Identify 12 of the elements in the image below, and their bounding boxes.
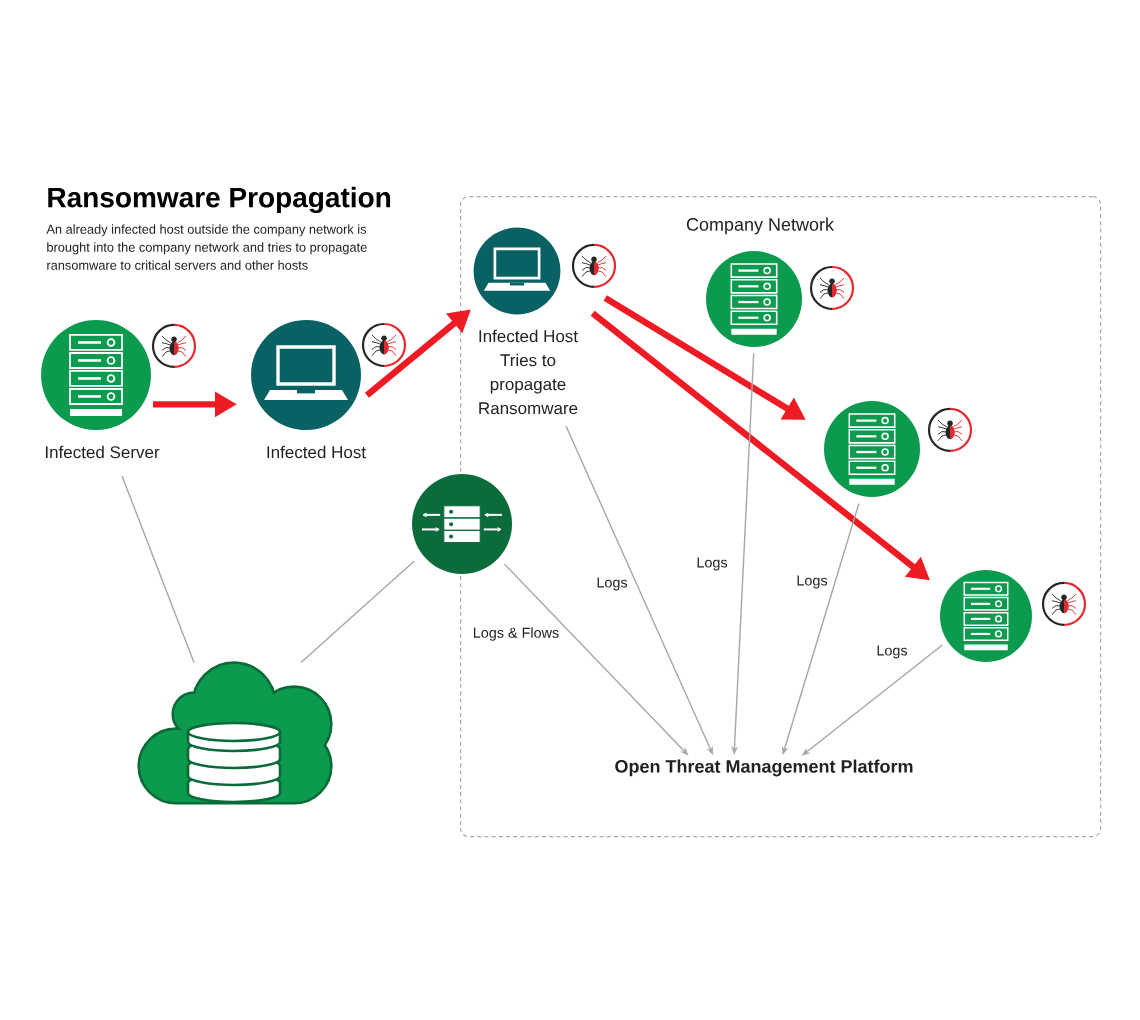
cloud-database-icon xyxy=(137,661,333,805)
server-icon xyxy=(824,400,920,497)
server-icon xyxy=(706,251,802,347)
node-label: Infected Host Tries to propagate Ransomware xyxy=(479,329,578,415)
server-icon xyxy=(940,569,1032,662)
connector-line xyxy=(300,560,415,664)
connector-line xyxy=(121,475,195,664)
node-label: Infected Server xyxy=(45,445,160,459)
platform-label: Open Threat Management Platform xyxy=(615,759,913,777)
title: Ransomware Propagation xyxy=(48,186,391,214)
network-switch-icon xyxy=(412,473,512,574)
node-label: Infected Host xyxy=(267,445,366,459)
